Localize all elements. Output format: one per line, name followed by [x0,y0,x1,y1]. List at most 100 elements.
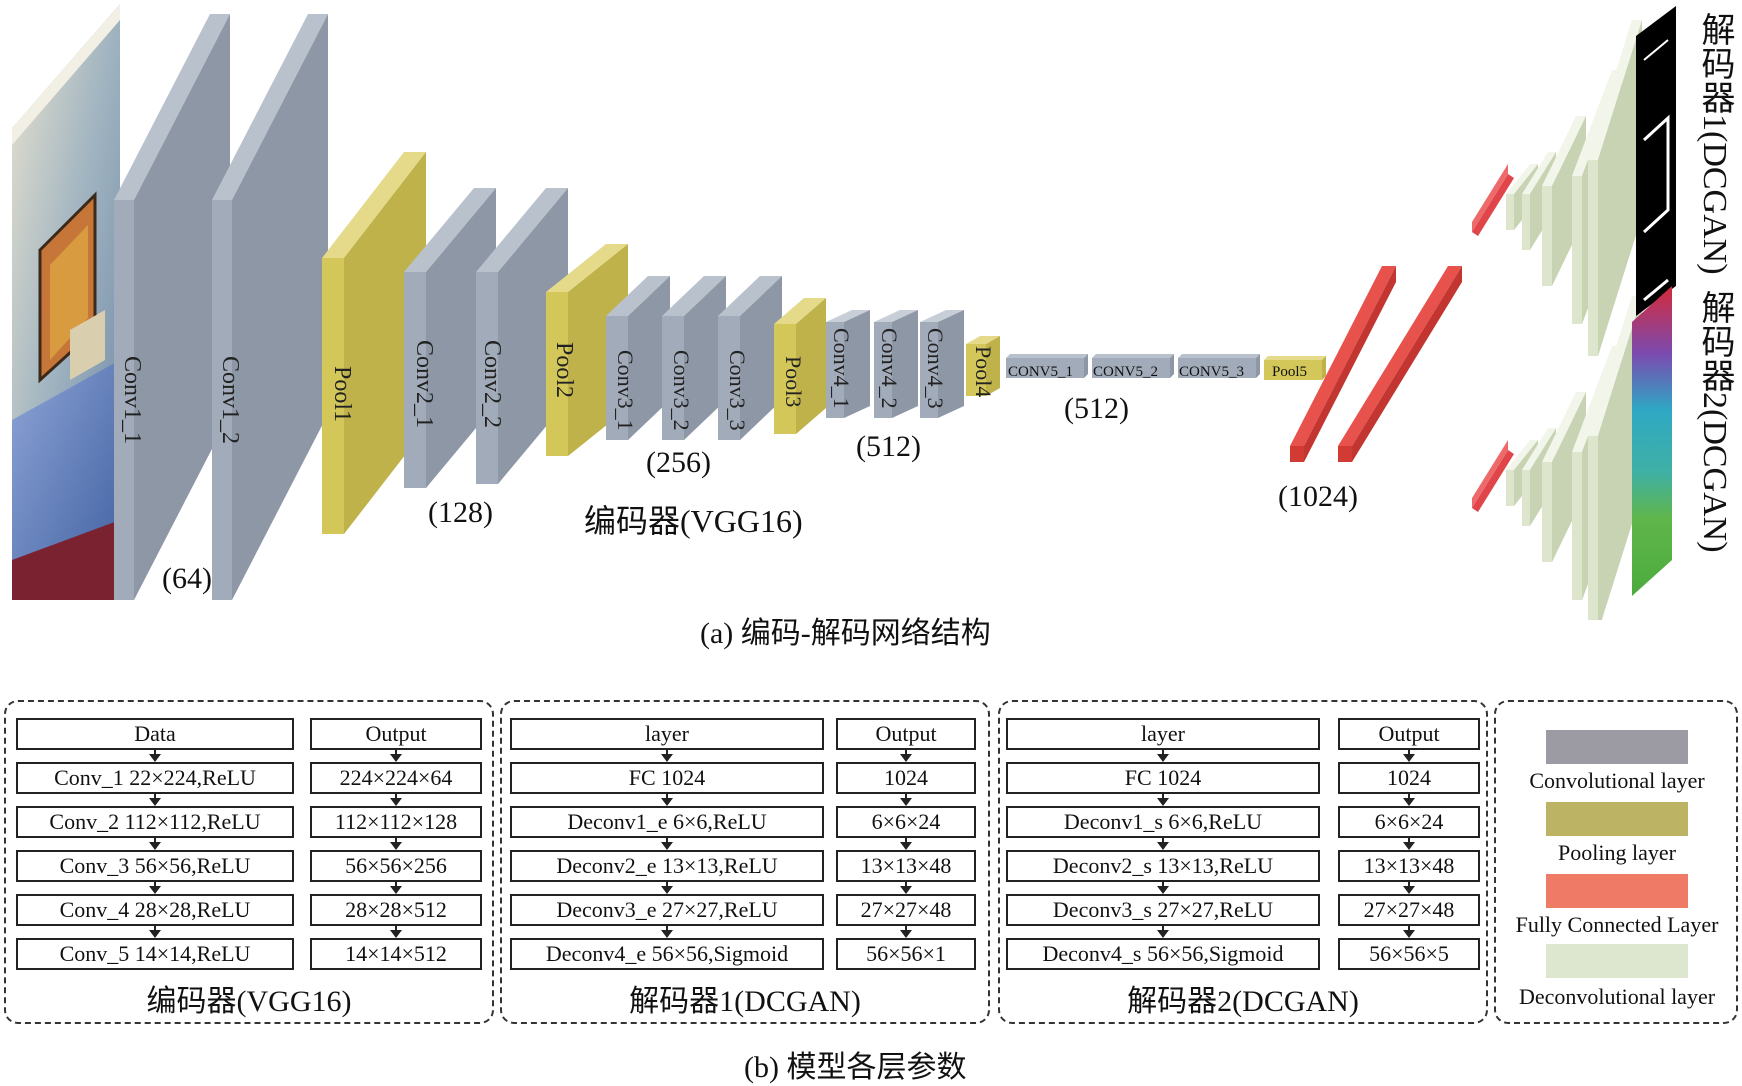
conv4-1-block [826,310,870,418]
pool4-block [966,336,1000,396]
label-conv5-2: CONV5_2 [1093,364,1159,380]
encoder-output-cell: 112×112×128 [310,806,482,838]
label-conv4-2: Conv4_2 [877,328,902,409]
decoder2-output-cell: Output [1338,718,1480,750]
legend-conv-swatch [1546,730,1688,764]
decoder1-output-cell: Output [836,718,976,750]
input-image [12,4,120,600]
decoder1-title: 解码器1(DCGAN) [1696,12,1733,275]
legend-deconv-swatch [1546,944,1688,978]
decoder2-stack [1472,296,1642,620]
flow-arrow [900,926,912,938]
decoder2-output-cell: 56×56×5 [1338,938,1480,970]
decoder2-table-title: 解码器2(DCGAN) [1127,985,1359,1018]
label-conv3-1: Conv3_1 [613,350,638,431]
encoder-layer-cell: Conv_3 56×56,ReLU [16,850,294,882]
decoder1-layer-cell: Deconv2_e 13×13,ReLU [510,850,824,882]
count-64: (64) [162,562,212,595]
decoder2-layer-cell: FC 1024 [1006,762,1320,794]
label-conv1-2: Conv1_2 [217,356,243,445]
caption-a: (a) 编码-解码网络结构 [700,617,991,650]
pool5-block [1264,356,1326,380]
decoder2-title: 解码器2(DCGAN) [1696,290,1733,553]
flow-arrow [1157,794,1169,806]
encoder-output-cell: 28×28×512 [310,894,482,926]
legend-pool-label: Pooling layer [1558,840,1676,865]
flow-arrow [149,750,161,762]
encoder-layer-cell: Data [16,718,294,750]
decoder2-layer-cell: Deconv2_s 13×13,ReLU [1006,850,1320,882]
flow-arrow [390,882,402,894]
flow-arrow [149,926,161,938]
flow-arrow [390,750,402,762]
decoder2-layer-cell: layer [1006,718,1320,750]
decoder1-layer-cell: Deconv4_e 56×56,Sigmoid [510,938,824,970]
decoder1-stack [1472,20,1642,356]
panel-encoder [4,700,494,1024]
flow-arrow [1403,838,1415,850]
count-1024: (1024) [1278,480,1358,513]
decoder1-layer-cell: layer [510,718,824,750]
decoder1-table-title: 解码器1(DCGAN) [629,985,861,1018]
label-conv3-3: Conv3_3 [725,350,750,431]
label-conv5-1: CONV5_1 [1008,364,1074,380]
count-512-conv4: (512) [856,430,921,463]
fc-bar-2 [1338,266,1462,446]
decoder2-output-cell: 27×27×48 [1338,894,1480,926]
label-conv4-3: Conv4_3 [923,328,948,409]
flow-arrow [1403,750,1415,762]
count-128: (128) [428,496,493,529]
flow-arrow [1403,926,1415,938]
flow-arrow [390,794,402,806]
legend-pool-swatch [1546,802,1688,836]
decoder2-output-image [1632,286,1672,596]
label-pool3: Pool3 [781,356,806,408]
flow-arrow [1157,750,1169,762]
decoder1-layer-cell: Deconv3_e 27×27,ReLU [510,894,824,926]
count-512-conv5: (512) [1064,392,1129,425]
label-conv2-1: Conv2_1 [411,340,437,429]
label-pool1: Pool1 [329,366,355,423]
count-256: (256) [646,446,711,479]
decoder2-output-cell: 13×13×48 [1338,850,1480,882]
flow-arrow [661,926,673,938]
flow-arrow [900,794,912,806]
conv5-3-block [1178,354,1260,378]
label-conv2-2: Conv2_2 [479,340,505,429]
decoder1-output-cell: 56×56×1 [836,938,976,970]
flow-arrow [149,794,161,806]
encoder-output-cell: 14×14×512 [310,938,482,970]
flow-arrow [661,838,673,850]
encoder-output-cell: Output [310,718,482,750]
decoder2-layer-cell: Deconv3_s 27×27,ReLU [1006,894,1320,926]
flow-arrow [900,838,912,850]
label-pool4: Pool4 [971,346,996,398]
flow-arrow [390,926,402,938]
legend-deconv-label: Deconvolutional layer [1518,984,1716,1009]
pool3-block [774,298,826,434]
flow-arrow [1403,882,1415,894]
encoder-table-title: 编码器(VGG16) [146,985,352,1018]
label-conv5-3: CONV5_3 [1179,364,1245,380]
decoder1-layer-cell: Deconv1_e 6×6,ReLU [510,806,824,838]
conv3-1-block [606,276,670,440]
flow-arrow [149,882,161,894]
decoder2-output-cell: 1024 [1338,762,1480,794]
label-pool2: Pool2 [551,342,577,399]
conv1-2-block [212,14,328,600]
encoder-layer-cell: Conv_4 28×28,ReLU [16,894,294,926]
flow-arrow [149,838,161,850]
encoder-output-cell: 56×56×256 [310,850,482,882]
decoder1-output-image [1636,6,1676,316]
conv5-1-block [1006,354,1088,378]
conv3-2-block [662,276,726,440]
conv1-1-block [114,14,230,600]
flow-arrow [1157,838,1169,850]
flow-arrow [661,882,673,894]
flow-arrow [390,838,402,850]
conv3-3-block [718,276,782,440]
fc-layers [1290,266,1462,462]
decoder2-layer-cell: Deconv1_s 6×6,ReLU [1006,806,1320,838]
flow-arrow [1403,794,1415,806]
